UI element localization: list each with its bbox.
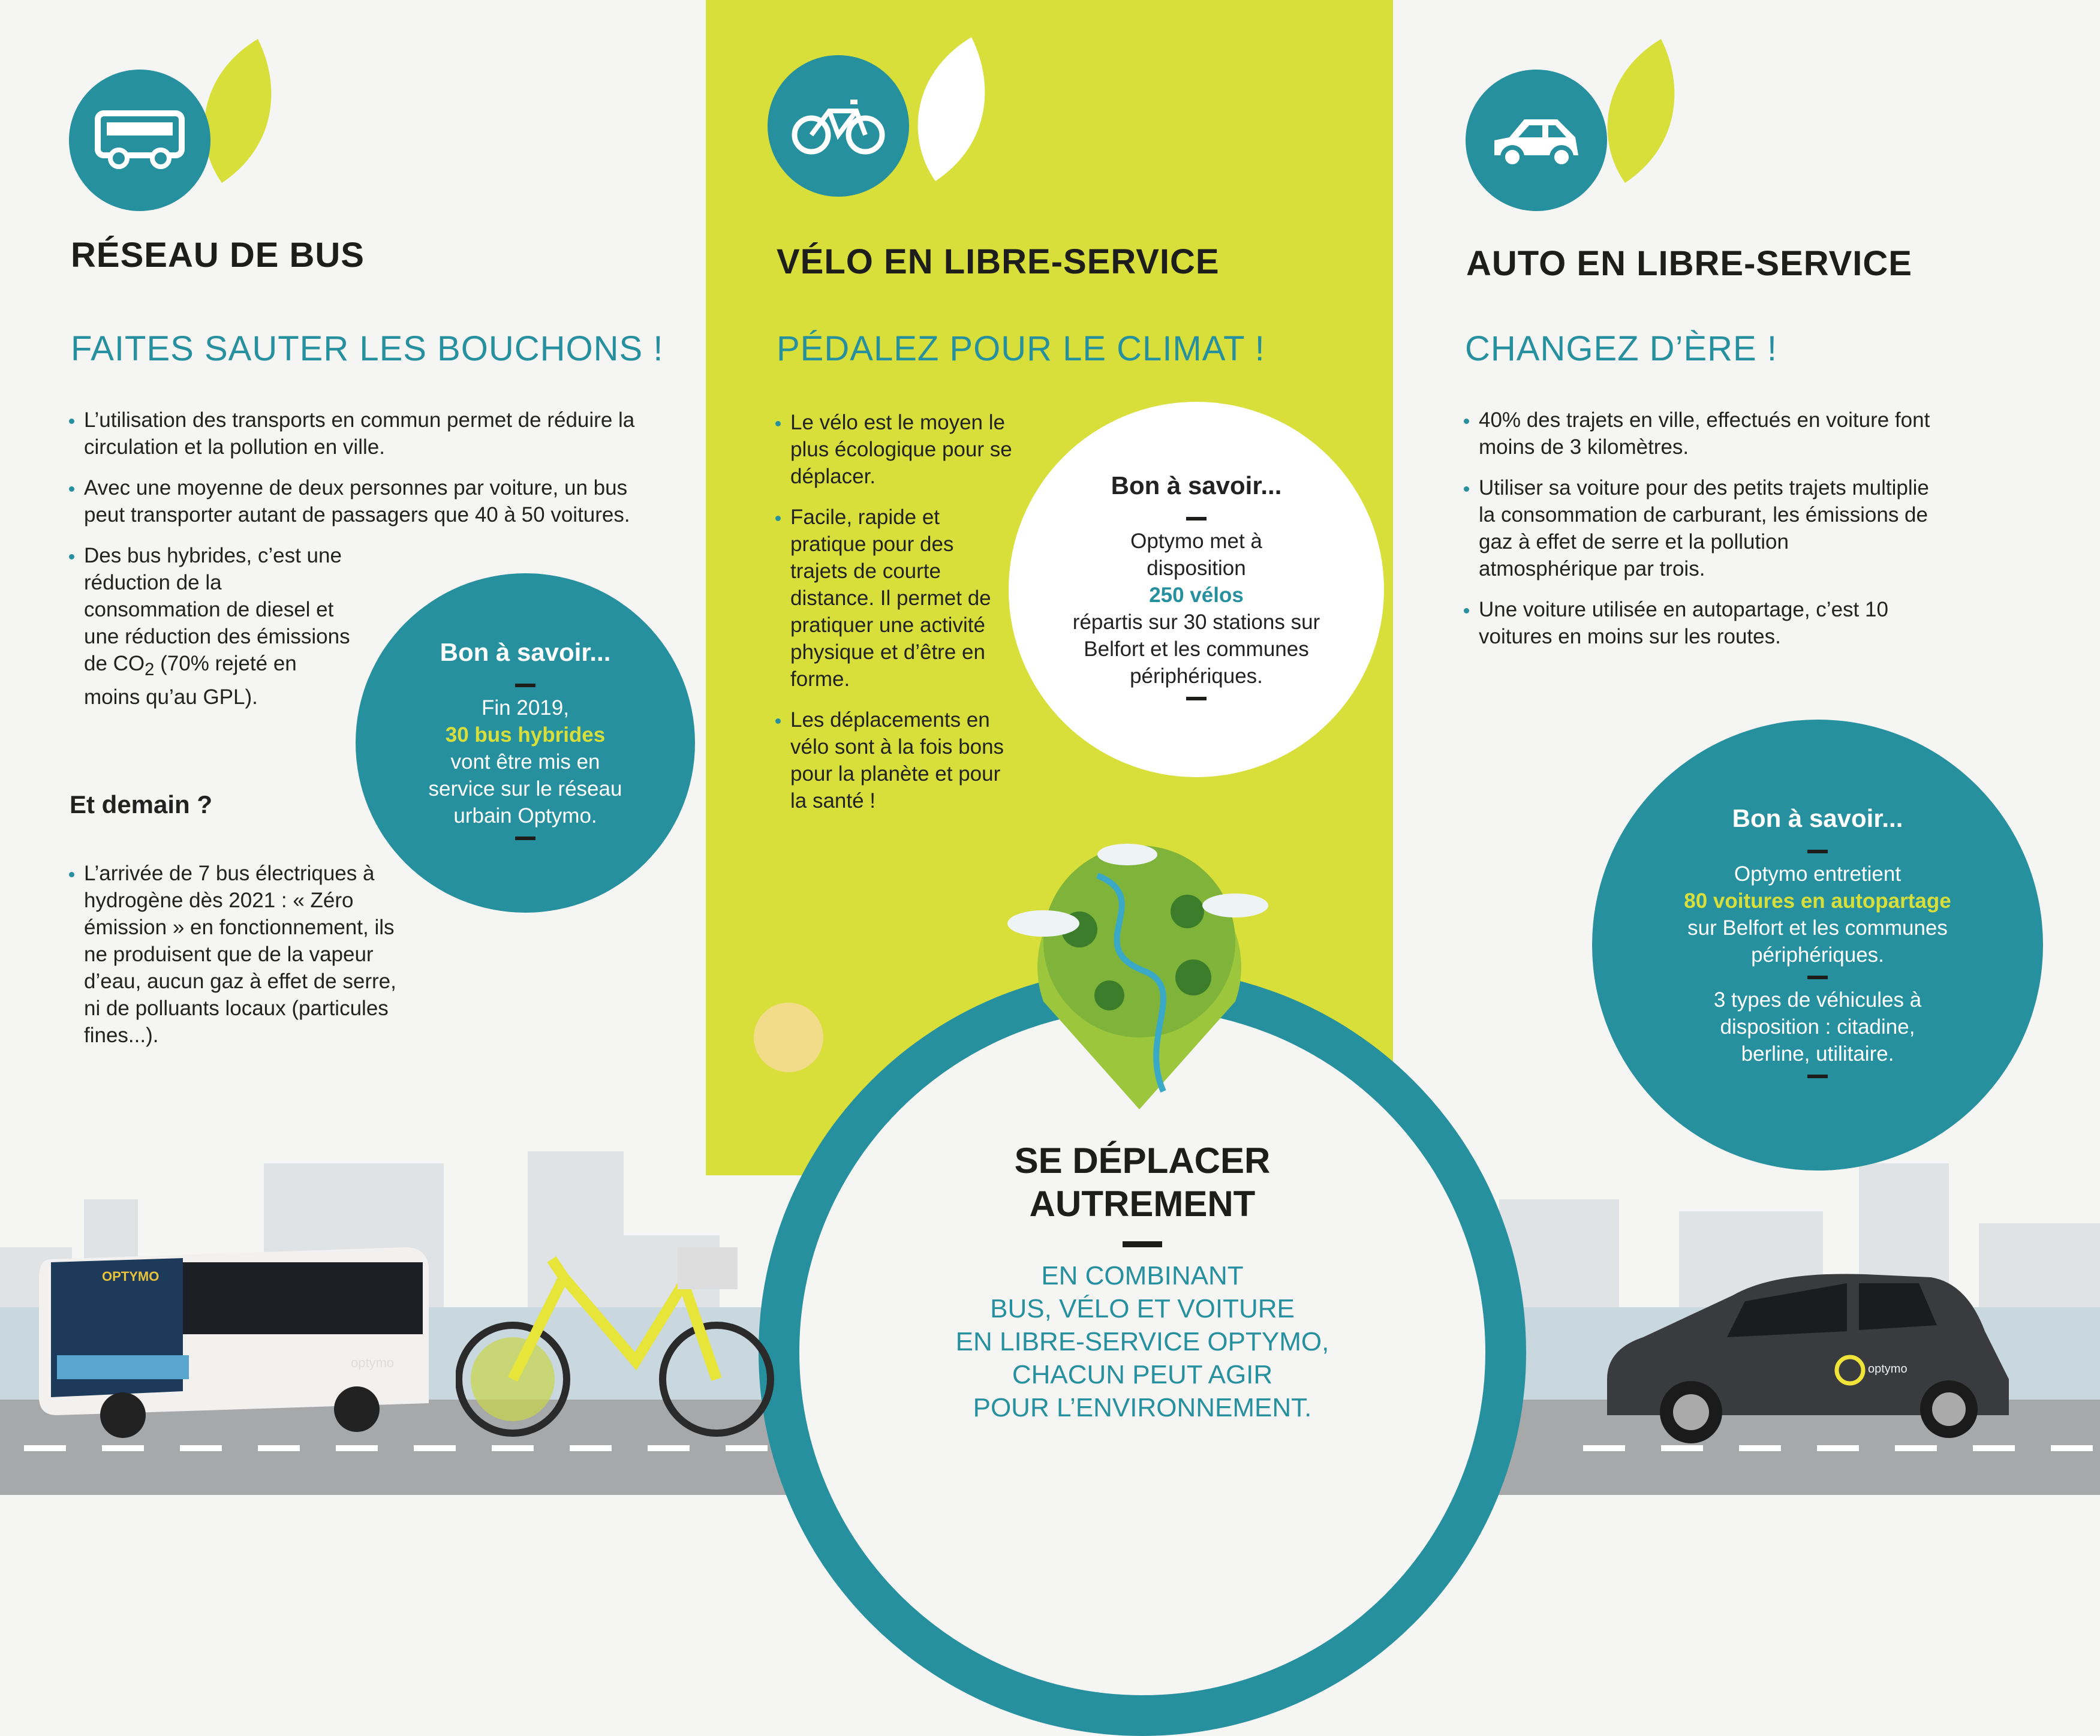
divider xyxy=(1807,1075,1828,1078)
center-title-line: AUTREMENT xyxy=(1029,1184,1256,1224)
bicycle-illustration xyxy=(456,1247,774,1437)
bus-section-title: RÉSEAU DE BUS xyxy=(71,236,365,275)
bubble-text: sur Belfort et les communes périphérique… xyxy=(1687,916,1948,967)
bubble-text: Fin 2019, xyxy=(482,696,569,720)
bus-icon xyxy=(69,70,210,211)
center-title: SE DÉPLACER AUTREMENT xyxy=(938,1139,1346,1247)
lane-dash xyxy=(258,1445,300,1451)
bike-info-bubble: Bon à savoir... Optymo met à disposition… xyxy=(1009,402,1384,777)
bubble-text: 3 types de véhicules à disposition : cit… xyxy=(1713,988,1922,1066)
bubble-heading: Bon à savoir... xyxy=(440,638,611,666)
bullet-text: (70% rejeté en moins qu’au GPL). xyxy=(84,652,297,709)
list-item: L’utilisation des transports en commun p… xyxy=(69,407,645,461)
car-info-bubble: Bon à savoir... Optymo entretient 80 voi… xyxy=(1592,720,2043,1171)
list-item: Utiliser sa voiture pour des petits traj… xyxy=(1464,474,1931,582)
bubble-heading: Bon à savoir... xyxy=(1732,804,1903,832)
center-message-line: CHACUN PEUT AGIR xyxy=(1012,1360,1273,1389)
lane-dash xyxy=(1817,1445,1859,1451)
center-message-line: EN COMBINANT xyxy=(1041,1261,1244,1290)
list-item: Facile, rapide et pratique pour des traj… xyxy=(775,504,1015,693)
bubble-text: Optymo entretient xyxy=(1734,862,1902,886)
car-illustration: optymo xyxy=(1595,1259,2015,1445)
lane-dash xyxy=(414,1445,456,1451)
lane-dash xyxy=(648,1445,690,1451)
bicycle-icon xyxy=(768,55,909,197)
divider xyxy=(1807,976,1828,979)
car-bullets: 40% des trajets en ville, effectués en v… xyxy=(1464,407,1931,664)
lane-dash xyxy=(336,1445,378,1451)
car-section-title: AUTO EN LIBRE-SERVICE xyxy=(1466,244,1912,283)
list-item: Le vélo est le moyen le plus écologique … xyxy=(775,409,1015,490)
bullet-text: Des bus hybrides, c’est une réduction de… xyxy=(84,544,350,675)
list-item: L’arrivée de 7 bus électriques à hydrogè… xyxy=(69,860,405,1049)
lane-dash xyxy=(492,1445,534,1451)
divider xyxy=(1807,850,1828,853)
bus-brand-label: OPTYMO xyxy=(102,1269,160,1284)
car-section-subtitle: CHANGEZ D’ÈRE ! xyxy=(1465,329,1777,368)
list-item: Une voiture utilisée en autopartage, c’e… xyxy=(1464,596,1931,650)
center-title-line: SE DÉPLACER xyxy=(1014,1141,1271,1181)
lane-dash xyxy=(1973,1445,2015,1451)
leaf-icon xyxy=(1607,39,1675,183)
leaf-icon xyxy=(204,39,272,183)
bus-section-subtitle: FAITES SAUTER LES BOUCHONS ! xyxy=(71,329,664,368)
bus-info-bubble: Bon à savoir... Fin 2019, 30 bus hybride… xyxy=(356,573,695,913)
car-brand-label: optymo xyxy=(1868,1362,1908,1376)
center-message: EN COMBINANT BUS, VÉLO ET VOITURE EN LIB… xyxy=(899,1259,1385,1424)
sun-icon xyxy=(754,1003,823,1072)
lane-dash xyxy=(570,1445,612,1451)
divider xyxy=(515,684,535,687)
bubble-highlight: 80 voitures en autopartage xyxy=(1684,889,1951,913)
bus-illustration: OPTYMO optymo xyxy=(33,1235,429,1445)
lane-dash xyxy=(1739,1445,1781,1451)
tomorrow-bullets: L’arrivée de 7 bus électriques à hydrogè… xyxy=(69,860,405,1063)
lane-dash xyxy=(1583,1445,1625,1451)
center-message-line: EN LIBRE-SERVICE OPTYMO, xyxy=(955,1327,1329,1356)
lane-dash xyxy=(1895,1445,1937,1451)
leaf-icon xyxy=(917,37,985,181)
lane-dash xyxy=(180,1445,222,1451)
bike-section-title: VÉLO EN LIBRE-SERVICE xyxy=(777,242,1220,281)
car-icon xyxy=(1466,70,1607,211)
bubble-highlight: 30 bus hybrides xyxy=(445,723,606,747)
divider xyxy=(1186,696,1207,700)
lane-dash xyxy=(24,1445,66,1451)
list-item: Avec une moyenne de deux personnes par v… xyxy=(69,474,645,528)
bubble-text: répartis sur 30 stations sur Belfort et … xyxy=(1072,610,1320,688)
divider xyxy=(1123,1241,1162,1247)
co2-subscript: 2 xyxy=(145,660,155,679)
list-item: Des bus hybrides, c’est une réduction de… xyxy=(69,542,351,711)
tomorrow-heading: Et demain ? xyxy=(70,790,213,819)
bubble-highlight: 250 vélos xyxy=(1149,583,1244,607)
divider xyxy=(1186,516,1207,521)
globe-pin-illustration xyxy=(1007,844,1268,1109)
lane-dash xyxy=(102,1445,144,1451)
bus-side-label: optymo xyxy=(351,1355,395,1370)
bubble-heading: Bon à savoir... xyxy=(1111,471,1282,500)
center-message-line: POUR L’ENVIRONNEMENT. xyxy=(973,1393,1312,1422)
lane-dash xyxy=(2051,1445,2093,1451)
list-item: Les déplacements en vélo sont à la fois … xyxy=(775,706,1015,814)
bubble-text: vont être mis en service sur le réseau u… xyxy=(428,750,622,828)
divider xyxy=(515,837,535,840)
center-message-line: BUS, VÉLO ET VOITURE xyxy=(990,1294,1295,1323)
bike-section-subtitle: PÉDALEZ POUR LE CLIMAT ! xyxy=(777,329,1265,368)
bus-bullets: L’utilisation des transports en commun p… xyxy=(69,407,645,724)
bubble-text: Optymo met à disposition xyxy=(1130,529,1262,580)
lane-dash xyxy=(726,1445,768,1451)
lane-dash xyxy=(1661,1445,1703,1451)
bike-bullets: Le vélo est le moyen le plus écologique … xyxy=(775,409,1015,828)
list-item: 40% des trajets en ville, effectués en v… xyxy=(1464,407,1931,461)
